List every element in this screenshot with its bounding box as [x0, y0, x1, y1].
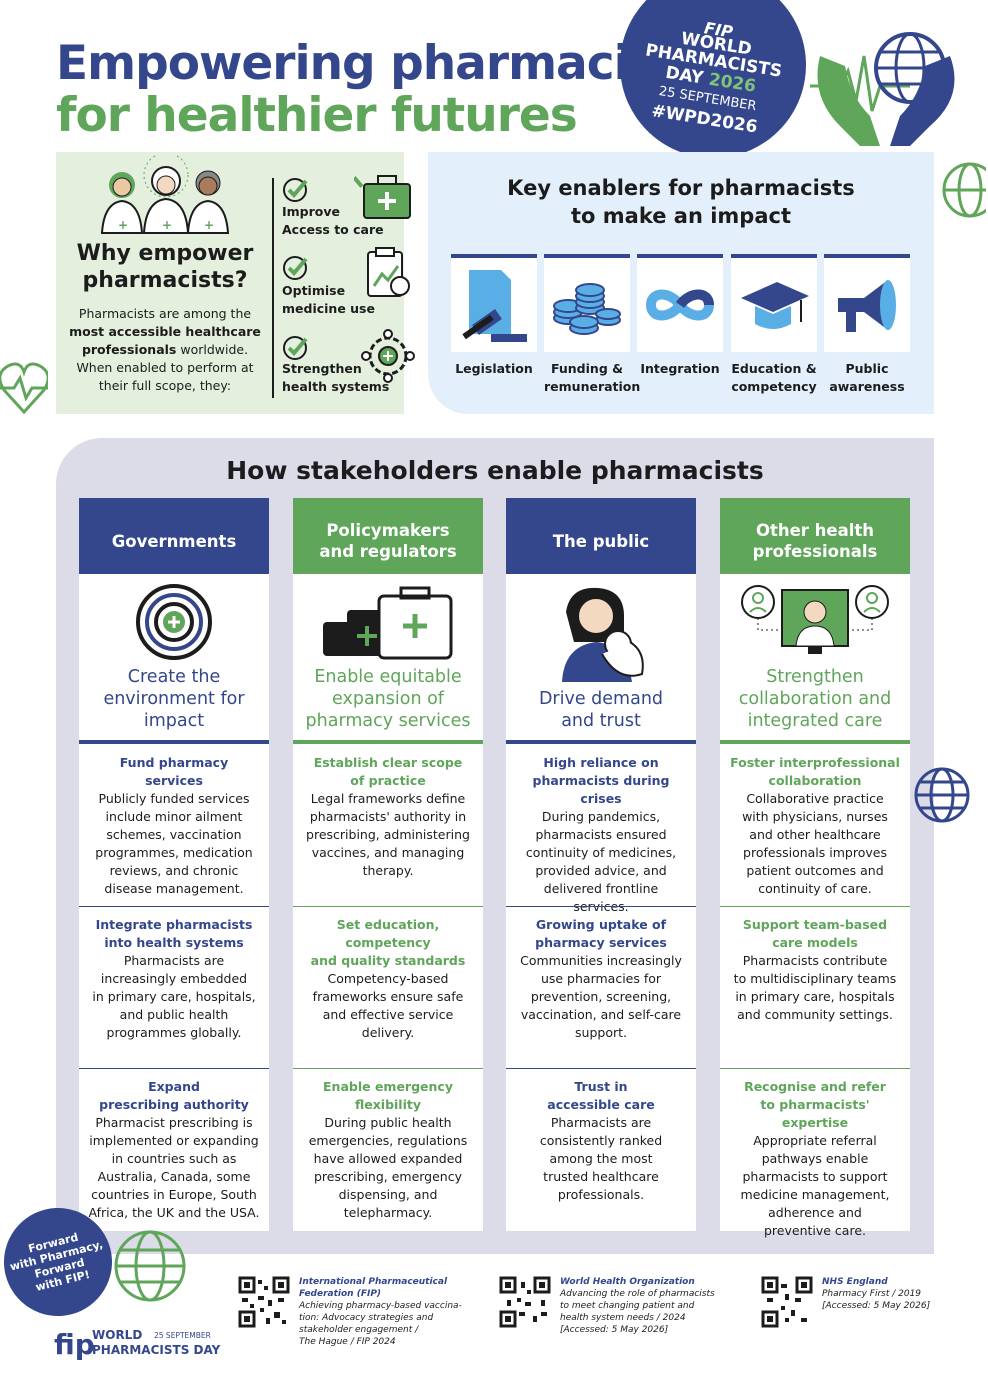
clipboard-chart-icon	[367, 247, 410, 297]
heart-pulse-icon	[0, 362, 48, 415]
mother-baby-icon	[562, 587, 644, 682]
why-description: Pharmacists are among the most accessibl…	[69, 306, 261, 393]
divider	[506, 906, 696, 907]
why-empower-panel	[56, 152, 404, 414]
divider	[720, 1068, 910, 1069]
briefcases-icon	[323, 586, 453, 660]
check-icon	[283, 178, 308, 202]
infinity-icon	[645, 289, 715, 321]
divider	[272, 178, 274, 398]
divider	[293, 906, 483, 907]
page-title-line2: for healthier futures	[56, 88, 578, 143]
divider	[293, 1068, 483, 1069]
fip-logo: fip WORLD 25 SEPTEMBER PHARMACISTS DAY	[54, 1328, 221, 1361]
divider	[79, 906, 269, 907]
stakeholders-title: How stakeholders enable pharmacists	[226, 456, 764, 485]
globe-icon	[942, 162, 986, 218]
column-header: Governments	[79, 498, 269, 574]
qr-code-icon[interactable]	[238, 1276, 290, 1328]
reference-who: World Health Organization Advancing the …	[560, 1277, 715, 1335]
qr-code-icon[interactable]	[761, 1276, 813, 1328]
coins-icon	[553, 283, 621, 335]
megaphone-icon	[838, 280, 896, 332]
gavel-icon	[462, 270, 527, 342]
divider	[293, 740, 483, 744]
enabler-funding: Funding &remuneration	[544, 254, 640, 396]
enabler-education: Education &competency	[731, 254, 817, 396]
telehealth-icon	[741, 585, 889, 654]
divider	[506, 740, 696, 744]
globe-icon	[914, 767, 970, 823]
column-header: The public	[506, 498, 696, 574]
reference-nhs: NHS England Pharmacy First / 2019[Access…	[822, 1277, 931, 1311]
reference-fip: International Pharmaceutical Federation …	[299, 1277, 462, 1347]
svg-text:+: +	[162, 218, 172, 232]
check-icon	[283, 256, 308, 280]
globe-icon	[114, 1230, 186, 1302]
svg-text:+: +	[118, 218, 128, 232]
divider	[79, 1068, 269, 1069]
graduation-cap-icon	[741, 282, 809, 329]
page-title-line1: Empowering pharmacists	[56, 36, 705, 91]
check-icon	[283, 336, 308, 360]
pharmacists-group-icon: + + +	[100, 155, 230, 234]
wpd-badge: FIP WORLD PHARMACISTS DAY 2026 25 SEPTEM…	[606, 0, 820, 172]
target-icon	[136, 584, 212, 660]
divider	[506, 1068, 696, 1069]
why-title: Why empower pharmacists?	[76, 241, 254, 293]
qr-code-icon[interactable]	[499, 1276, 551, 1328]
key-enablers-title: Key enablers for pharmacists to make an …	[507, 176, 855, 228]
enabler-integration: Integration	[637, 254, 723, 378]
svg-text:+: +	[204, 218, 214, 232]
divider	[79, 740, 269, 744]
divider	[720, 906, 910, 907]
medical-bag-icon	[354, 175, 411, 219]
enabler-legislation: Legislation	[451, 254, 537, 378]
hands-globe-icon	[810, 32, 955, 146]
divider	[720, 740, 910, 744]
network-gear-icon	[361, 329, 415, 383]
